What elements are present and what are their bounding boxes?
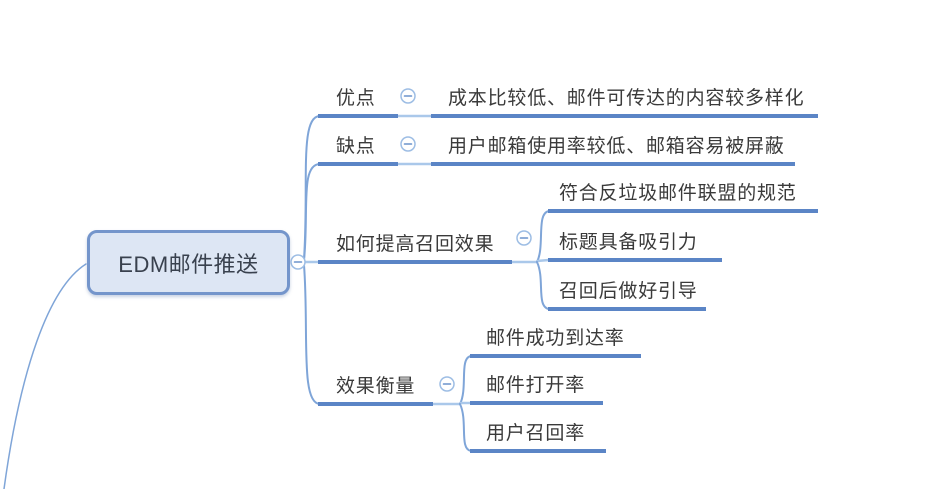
collapse-button-recall[interactable]	[516, 230, 532, 246]
collapse-button-measure[interactable]	[439, 376, 455, 392]
topic-recall-rule[interactable]: 符合反垃圾邮件联盟的规范	[559, 183, 797, 204]
collapse-button-root[interactable]	[290, 254, 306, 270]
topic-delivery-rate[interactable]: 邮件成功到达率	[486, 328, 625, 349]
topic-measure[interactable]: 效果衡量	[336, 376, 416, 397]
topic-disadvantages[interactable]: 缺点	[336, 136, 376, 157]
topic-open-rate[interactable]: 邮件打开率	[486, 375, 586, 396]
topic-advantages[interactable]: 优点	[336, 88, 376, 109]
topic-recall-title[interactable]: 标题具备吸引力	[559, 232, 698, 253]
branch-connector-measure	[303, 264, 321, 405]
topic-recall-rate[interactable]: 用户召回率	[486, 423, 586, 444]
connector-measure-child-3	[459, 403, 472, 452]
topic-disadvantages-detail[interactable]: 用户邮箱使用率较低、邮箱容易被屏蔽	[448, 136, 785, 157]
topic-recall[interactable]: 如何提高召回效果	[336, 234, 495, 255]
collapse-button-advantages[interactable]	[400, 88, 416, 104]
connector-recall-child-3	[536, 261, 550, 310]
topic-recall-guide[interactable]: 召回后做好引导	[559, 281, 698, 302]
connector-recall-child-2	[536, 258, 550, 263]
offscreen-branch-curve	[3, 263, 87, 489]
root-topic-label: EDM邮件推送	[118, 251, 259, 277]
root-topic[interactable]: EDM邮件推送	[87, 230, 290, 295]
topic-advantages-detail[interactable]: 成本比较低、邮件可传达的内容较多样化	[448, 88, 805, 109]
branch-connector-disadvantages	[303, 163, 321, 261]
connector-recall-child-1	[536, 210, 550, 263]
collapse-button-disadvantages[interactable]	[400, 136, 416, 152]
connector-measure-child-1	[459, 355, 472, 405]
